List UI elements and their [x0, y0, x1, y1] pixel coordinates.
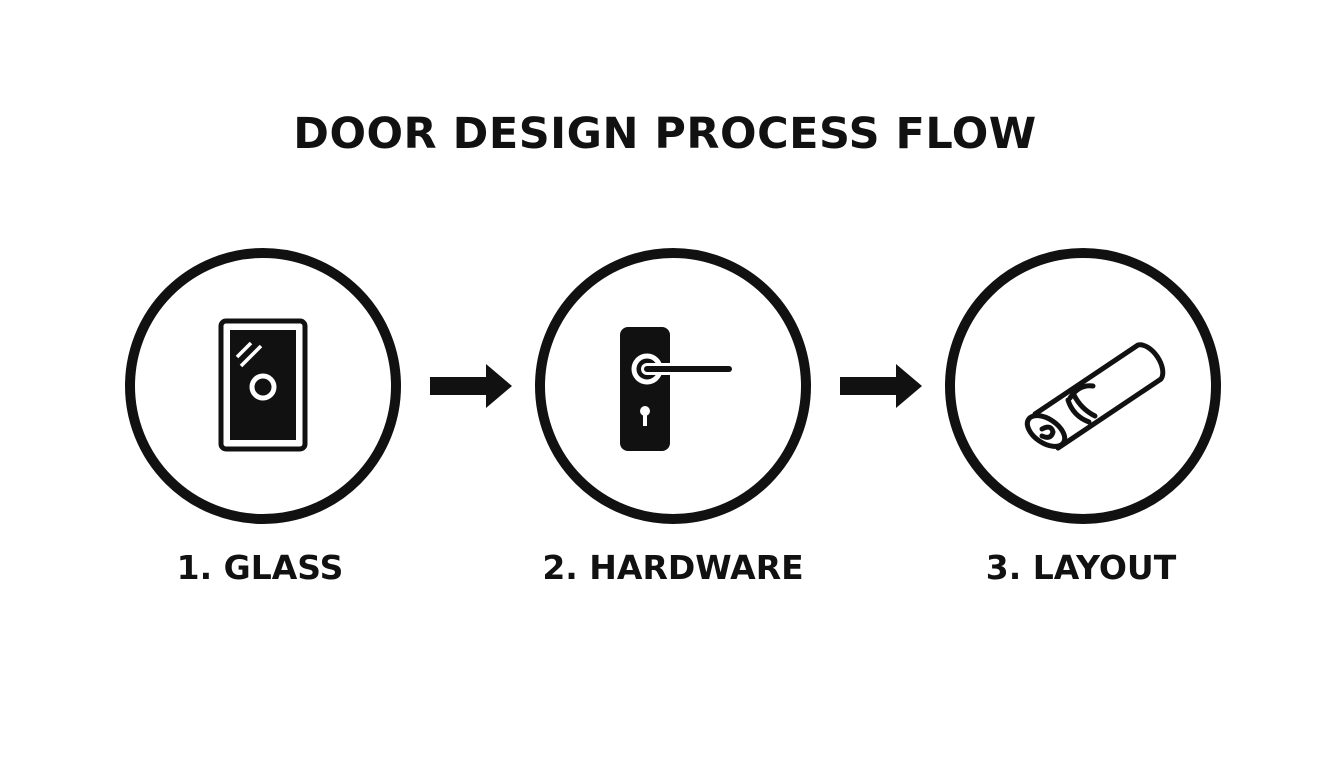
step-hardware: [535, 248, 811, 524]
blueprint-roll-icon: [1024, 342, 1166, 451]
step-layout: [945, 248, 1221, 524]
step-glass: [125, 248, 401, 524]
glass-panel-icon: [218, 318, 308, 452]
step-label-hardware: 2. HARDWARE: [542, 548, 804, 587]
diagram-title: DOOR DESIGN PROCESS FLOW: [293, 109, 1037, 159]
door-handle-icon: [620, 327, 735, 451]
step-label-glass: 1. GLASS: [176, 548, 344, 587]
step-circle: [125, 248, 401, 524]
arrow-right-icon: [430, 364, 512, 408]
arrow-right-icon: [840, 364, 922, 408]
step-circle: [535, 248, 811, 524]
step-label-layout: 3. LAYOUT: [985, 548, 1177, 587]
step-circle: [945, 248, 1221, 524]
